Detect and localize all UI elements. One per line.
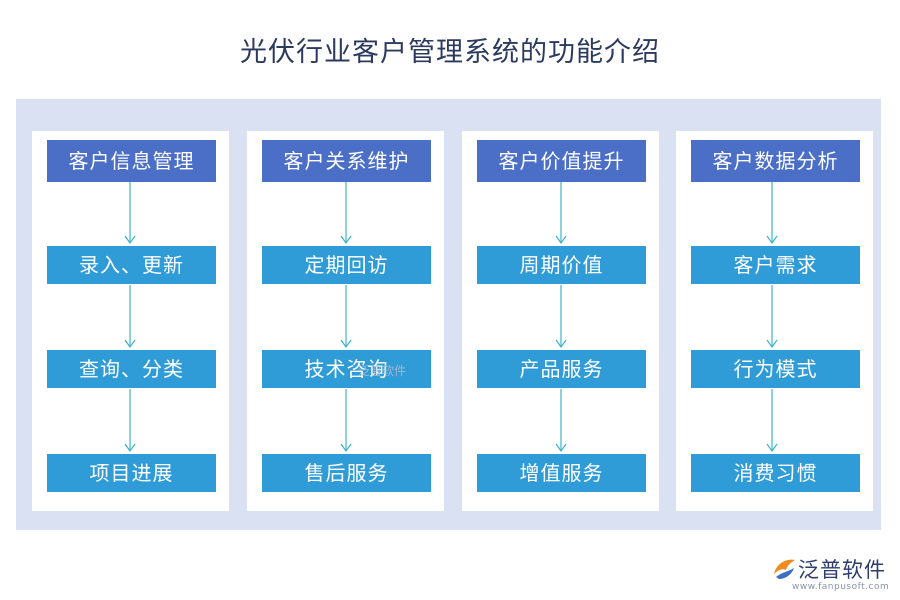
step-box: 产品服务 (477, 350, 646, 388)
arrow-head (766, 443, 778, 453)
arrow-head (340, 339, 352, 349)
column-header: 客户信息管理 (47, 140, 216, 182)
arrow-head (124, 339, 136, 349)
step-box: 录入、更新 (47, 246, 216, 284)
flow-arrows (124, 182, 136, 453)
brand-logo: 泛普软件 www.fanpusoft.com (770, 552, 895, 596)
column-value: 客户价值提升 周期价值 产品服务 增值服务 (462, 131, 659, 511)
step-box: 增值服务 (477, 454, 646, 492)
step-box: 查询、分类 (47, 350, 216, 388)
arrow-head (555, 443, 567, 453)
step-box: 定期回访 (262, 246, 431, 284)
step-box: 消费习惯 (691, 454, 860, 492)
step-box: 项目进展 (47, 454, 216, 492)
column-relationship: 客户关系维护 定期回访 技术咨询 售后服务 (247, 131, 444, 511)
step-box: 行为模式 (691, 350, 860, 388)
arrow-head (555, 339, 567, 349)
flow-arrows (555, 182, 567, 453)
arrow-head (124, 443, 136, 453)
step-box: 周期价值 (477, 246, 646, 284)
arrow-head (124, 235, 136, 245)
page-title: 光伏行业客户管理系统的功能介绍 (240, 37, 660, 68)
arrow-head (766, 235, 778, 245)
column-header: 客户数据分析 (691, 140, 860, 182)
logo-name: 泛普软件 (798, 558, 886, 582)
column-customer-info: 客户信息管理 录入、更新 查询、分类 项目进展 (32, 131, 229, 511)
flow-arrows (340, 182, 352, 453)
step-box: 客户需求 (691, 246, 860, 284)
watermark: 泛普软件 (358, 364, 407, 378)
arrow-head (766, 339, 778, 349)
step-box: 技术咨询 (262, 350, 431, 388)
logo-icon (774, 559, 795, 579)
arrow-head (340, 443, 352, 453)
arrow-head (340, 235, 352, 245)
column-header: 客户关系维护 (262, 140, 431, 182)
arrow-head (555, 235, 567, 245)
logo-url: www.fanpusoft.com (792, 582, 890, 592)
column-data-analysis: 客户数据分析 客户需求 行为模式 消费习惯 (676, 131, 873, 511)
step-box: 售后服务 (262, 454, 431, 492)
flow-arrows (766, 182, 778, 453)
column-header: 客户价值提升 (477, 140, 646, 182)
